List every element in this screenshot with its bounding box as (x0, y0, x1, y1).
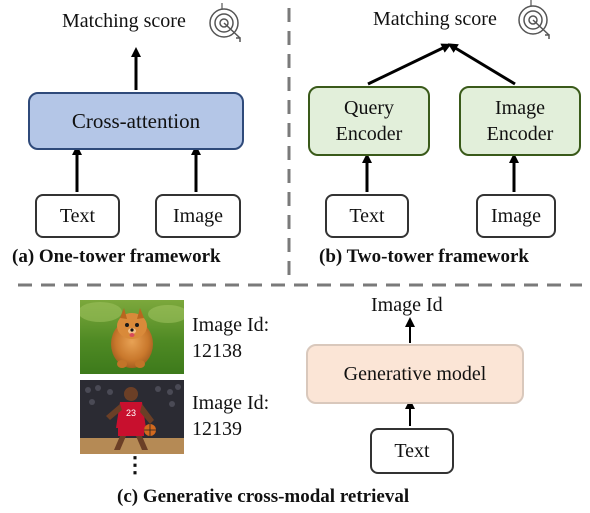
text-input-box-b: Text (325, 194, 409, 238)
query-encoder-block: Query Encoder (308, 86, 430, 156)
dog-photo (80, 300, 184, 374)
image-id-value-1: 12138 (192, 340, 242, 362)
target-icon (209, 3, 241, 42)
image-encoder-block: Image Encoder (459, 86, 581, 156)
basketball-player-photo: 23 (80, 380, 184, 454)
target-icon (518, 0, 550, 39)
matching-score-label-a: Matching score (62, 10, 186, 32)
image-input-box-b: Image (476, 194, 556, 238)
svg-text:23: 23 (126, 408, 136, 418)
arrow-query-encoder-to-score (367, 43, 452, 86)
caption-generative-retrieval: (c) Generative cross-modal retrieval (117, 486, 410, 507)
cross-attention-block: Cross-attention (28, 92, 244, 150)
image-id-label-2: Image Id: (192, 392, 270, 414)
image-id-label-1: Image Id: (192, 314, 270, 336)
image-id-output-label: Image Id (371, 294, 443, 316)
image-input-box-a: Image (155, 194, 241, 238)
matching-score-label-b: Matching score (373, 8, 497, 30)
arrow-image-encoder-to-score (447, 43, 516, 86)
more-images-marker: ⋮ (124, 452, 146, 477)
caption-one-tower: (a) One-tower framework (12, 246, 221, 267)
text-input-box-a: Text (35, 194, 120, 238)
image-id-value-2: 12139 (192, 418, 242, 440)
text-input-box-c: Text (370, 428, 454, 474)
caption-two-tower: (b) Two-tower framework (319, 246, 530, 267)
generative-model-block: Generative model (306, 344, 524, 404)
